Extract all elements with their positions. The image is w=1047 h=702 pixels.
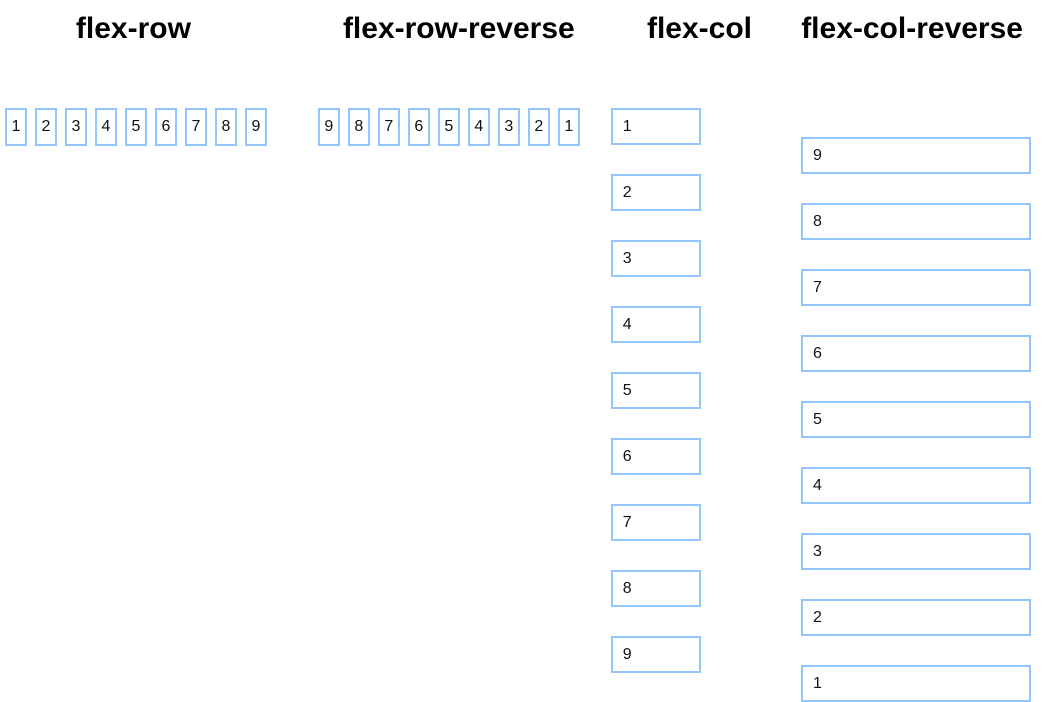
- flex-item: 7: [610, 504, 701, 541]
- flex-item: 4: [610, 306, 701, 343]
- panel-flex-col: 1 2 3 4 5 6 7 8 9: [610, 108, 747, 702]
- panel-flex-row: 1 2 3 4 5 6 7 8 9: [5, 108, 289, 146]
- flex-item: 3: [65, 108, 87, 146]
- flex-item: 6: [407, 108, 430, 146]
- flex-item: 3: [497, 108, 520, 146]
- flex-item: 8: [610, 570, 701, 607]
- flex-col-container: 1 2 3 4 5 6 7 8 9: [610, 108, 747, 702]
- flex-item: 7: [185, 108, 207, 146]
- flex-item: 2: [610, 174, 701, 211]
- flex-item: 2: [800, 599, 1031, 636]
- flex-item: 9: [800, 137, 1031, 174]
- flex-item: 6: [155, 108, 177, 146]
- flex-item: 3: [610, 240, 701, 277]
- flex-item: 1: [5, 108, 27, 146]
- flex-item: 8: [800, 203, 1031, 240]
- heading-flex-row-reverse: flex-row-reverse: [342, 11, 575, 45]
- flex-item: 5: [610, 372, 701, 409]
- panels-container: 1 2 3 4 5 6 7 8 9 1 2 3 4 5 6 7 8: [0, 108, 1047, 702]
- panel-flex-row-reverse: 1 2 3 4 5 6 7 8 9: [310, 108, 594, 146]
- flex-col-reverse-container: 1 2 3 4 5 6 7 8 9: [800, 108, 1047, 702]
- flex-item: 2: [527, 108, 550, 146]
- flex-item: 4: [800, 467, 1031, 504]
- headings-row: flex-row flex-row-reverse flex-col flex-…: [0, 0, 1047, 56]
- heading-flex-col-reverse: flex-col-reverse: [801, 11, 1023, 45]
- flex-item: 5: [437, 108, 460, 146]
- flex-item: 9: [245, 108, 267, 146]
- flex-item: 6: [800, 335, 1031, 372]
- flex-item: 9: [610, 636, 701, 673]
- flex-item: 5: [800, 401, 1031, 438]
- flex-item: 7: [800, 269, 1031, 306]
- flex-item: 6: [610, 438, 701, 475]
- flex-item: 4: [467, 108, 490, 146]
- flex-item: 1: [557, 108, 580, 146]
- flex-item: 8: [215, 108, 237, 146]
- flex-row-container: 1 2 3 4 5 6 7 8 9: [5, 108, 289, 146]
- flex-item: 3: [800, 533, 1031, 570]
- heading-flex-row: flex-row: [75, 11, 191, 45]
- flex-item: 1: [800, 665, 1031, 702]
- flex-item: 9: [317, 108, 340, 146]
- flex-item: 2: [35, 108, 57, 146]
- flex-item: 7: [377, 108, 400, 146]
- flex-item: 8: [347, 108, 370, 146]
- flex-row-reverse-container: 1 2 3 4 5 6 7 8 9: [310, 108, 594, 146]
- flex-item: 5: [125, 108, 147, 146]
- flex-item: 1: [610, 108, 701, 145]
- panel-flex-col-reverse: 1 2 3 4 5 6 7 8 9: [800, 108, 1047, 702]
- flex-item: 4: [95, 108, 117, 146]
- heading-flex-col: flex-col: [646, 11, 752, 45]
